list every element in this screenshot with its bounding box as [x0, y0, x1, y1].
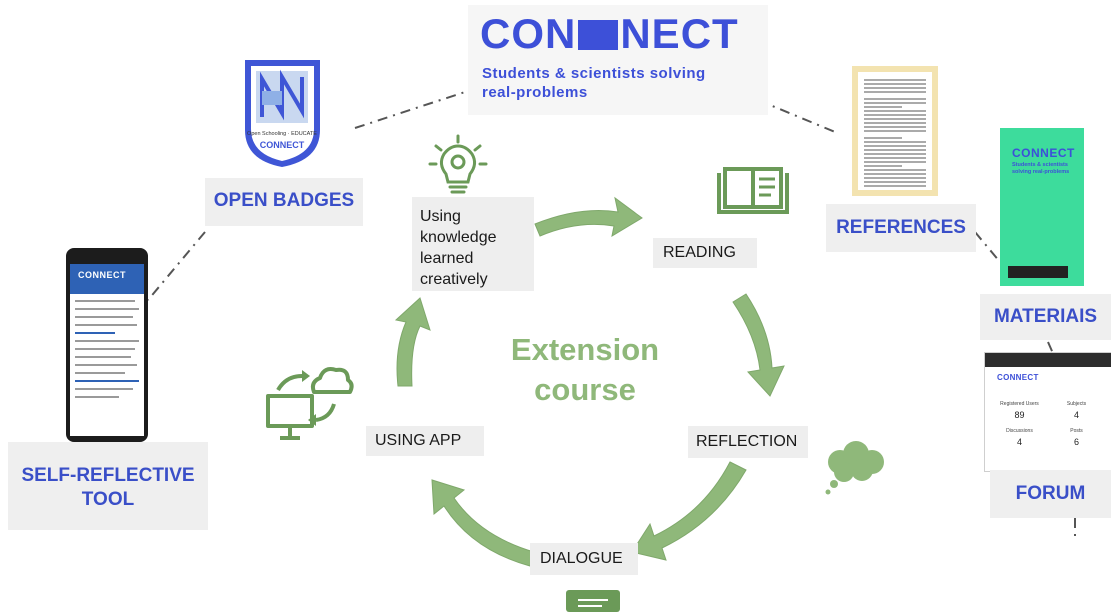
references-label-box [826, 204, 976, 252]
forum-topbar [985, 353, 1111, 367]
step-reading-label: READING [663, 244, 736, 261]
materiais-label-box [980, 294, 1111, 340]
badge-caption: Open Schooling · EDUCATE [247, 131, 317, 137]
step-using-app-box [366, 426, 484, 456]
center-title: Extension course [480, 330, 690, 410]
open-badges-label-box [205, 178, 363, 226]
materiais-book-title: CONNECT [1012, 146, 1075, 160]
phone-text-line [75, 348, 135, 350]
phone-text-line [75, 316, 133, 318]
forum-stat-label: Registered Users [1000, 401, 1039, 407]
connector-badges-brand [354, 91, 466, 129]
badge-brand: CONNECT [260, 140, 305, 150]
self-reflective-label-box [8, 442, 208, 530]
materiais-label: MATERIAIS [993, 306, 1098, 327]
references-paper-icon [852, 66, 938, 196]
brand-tagline-line2: real-problems [482, 84, 588, 101]
speech-bubble-icon [566, 590, 620, 612]
phone-text-line [75, 324, 137, 326]
forum-stat-label: Posts [1070, 428, 1083, 434]
step-using-knowledge-box [412, 197, 534, 291]
self-reflective-line2: TOOL [81, 489, 135, 510]
forum-stat-value: 89 [1014, 410, 1025, 420]
materiais-book-band [1008, 266, 1068, 278]
phone-brand: CONNECT [78, 270, 126, 280]
forum-stat-value: 6 [1073, 437, 1079, 447]
phone-body [70, 294, 144, 410]
connector-materiais-forum [1047, 341, 1056, 359]
phone-header: CONNECT [70, 264, 144, 294]
forum-brand: CONNECT [997, 373, 1039, 382]
brand-logo-left: CON [480, 10, 577, 57]
step-reading-box [653, 238, 757, 268]
forum-stat-label: Subjects [1066, 401, 1087, 407]
phone-text-line [75, 308, 139, 310]
phone-device: CONNECT [66, 248, 148, 442]
step-dialogue-label: DIALOGUE [540, 550, 623, 567]
step-using-knowledge-line1: Using [420, 208, 461, 225]
arrow-reading-to-reflection [732, 293, 785, 397]
phone-text-line [75, 388, 133, 390]
open-badge-icon: Open Schooling · EDUCATE CONNECT [245, 60, 320, 167]
forum-stat: Posts 6 [1048, 428, 1105, 447]
step-using-app-label: USING APP [375, 432, 462, 449]
arrow-app-to-knowledge [394, 297, 431, 387]
self-reflective-label: SELF-REFLECTIVE TOOL [8, 464, 208, 512]
arrow-reflection-to-dialogue [631, 461, 747, 561]
step-using-knowledge-line3: learned [420, 250, 474, 267]
phone-text-line [75, 356, 131, 358]
phone-text-line [75, 380, 139, 382]
forum-stat-label: Discussions [1006, 428, 1033, 434]
materiais-book-cover: CONNECT Students & scientists solving re… [1000, 128, 1084, 286]
phone-text-line [75, 300, 135, 302]
center-title-line2: course [534, 372, 636, 407]
step-reflection-box [688, 426, 808, 458]
open-badges-label: OPEN BADGES [213, 190, 355, 211]
phone-text-line [75, 332, 115, 334]
forum-stat: Discussions 4 [991, 428, 1048, 447]
brand-logo-block [578, 20, 619, 50]
forum-label-box [990, 470, 1111, 518]
computer-cloud-sync-icon [266, 367, 354, 440]
arrow-dialogue-to-app [431, 479, 535, 567]
step-dialogue-box [530, 543, 638, 575]
forum-stat: Registered Users 89 [991, 401, 1048, 420]
forum-stat-value: 4 [1073, 410, 1079, 420]
forum-stat: Subjects 4 [1048, 401, 1105, 420]
open-book-icon [717, 167, 789, 214]
connector-references-materiais [974, 231, 1001, 263]
brand-tagline: Students & scientists solving real-probl… [482, 64, 706, 102]
arrow-knowledge-to-reading [534, 196, 643, 238]
step-using-knowledge-line4: creatively [420, 271, 488, 288]
phone-screen: CONNECT [70, 264, 144, 436]
center-title-line1: Extension [510, 332, 660, 367]
self-reflective-line1: SELF-REFLECTIVE [21, 465, 195, 486]
step-using-knowledge-label: Using knowledge learned creatively [420, 206, 497, 290]
phone-text-line [75, 372, 125, 374]
connector-badges-phone [147, 231, 206, 301]
step-reflection-label: REFLECTION [696, 433, 798, 450]
forum-label: FORUM [1015, 483, 1086, 504]
materiais-book-subtitle: Students & scientists solving real-probl… [1012, 162, 1070, 175]
brand-tagline-line1: Students & scientists solving [482, 65, 706, 82]
phone-text-line [75, 340, 139, 342]
thought-cloud-icon [825, 441, 884, 495]
brand-logo-right: NECT [620, 10, 739, 57]
brand-logo: CON NECT [480, 12, 739, 56]
references-label: REFERENCES [836, 217, 966, 238]
connector-brand-references [757, 99, 836, 133]
forum-stat-value: 4 [1016, 437, 1022, 447]
phone-text-line [75, 364, 137, 366]
lightbulb-gear-icon [428, 134, 488, 194]
phone-text-line [75, 396, 119, 398]
step-using-knowledge-line2: knowledge [420, 229, 497, 246]
